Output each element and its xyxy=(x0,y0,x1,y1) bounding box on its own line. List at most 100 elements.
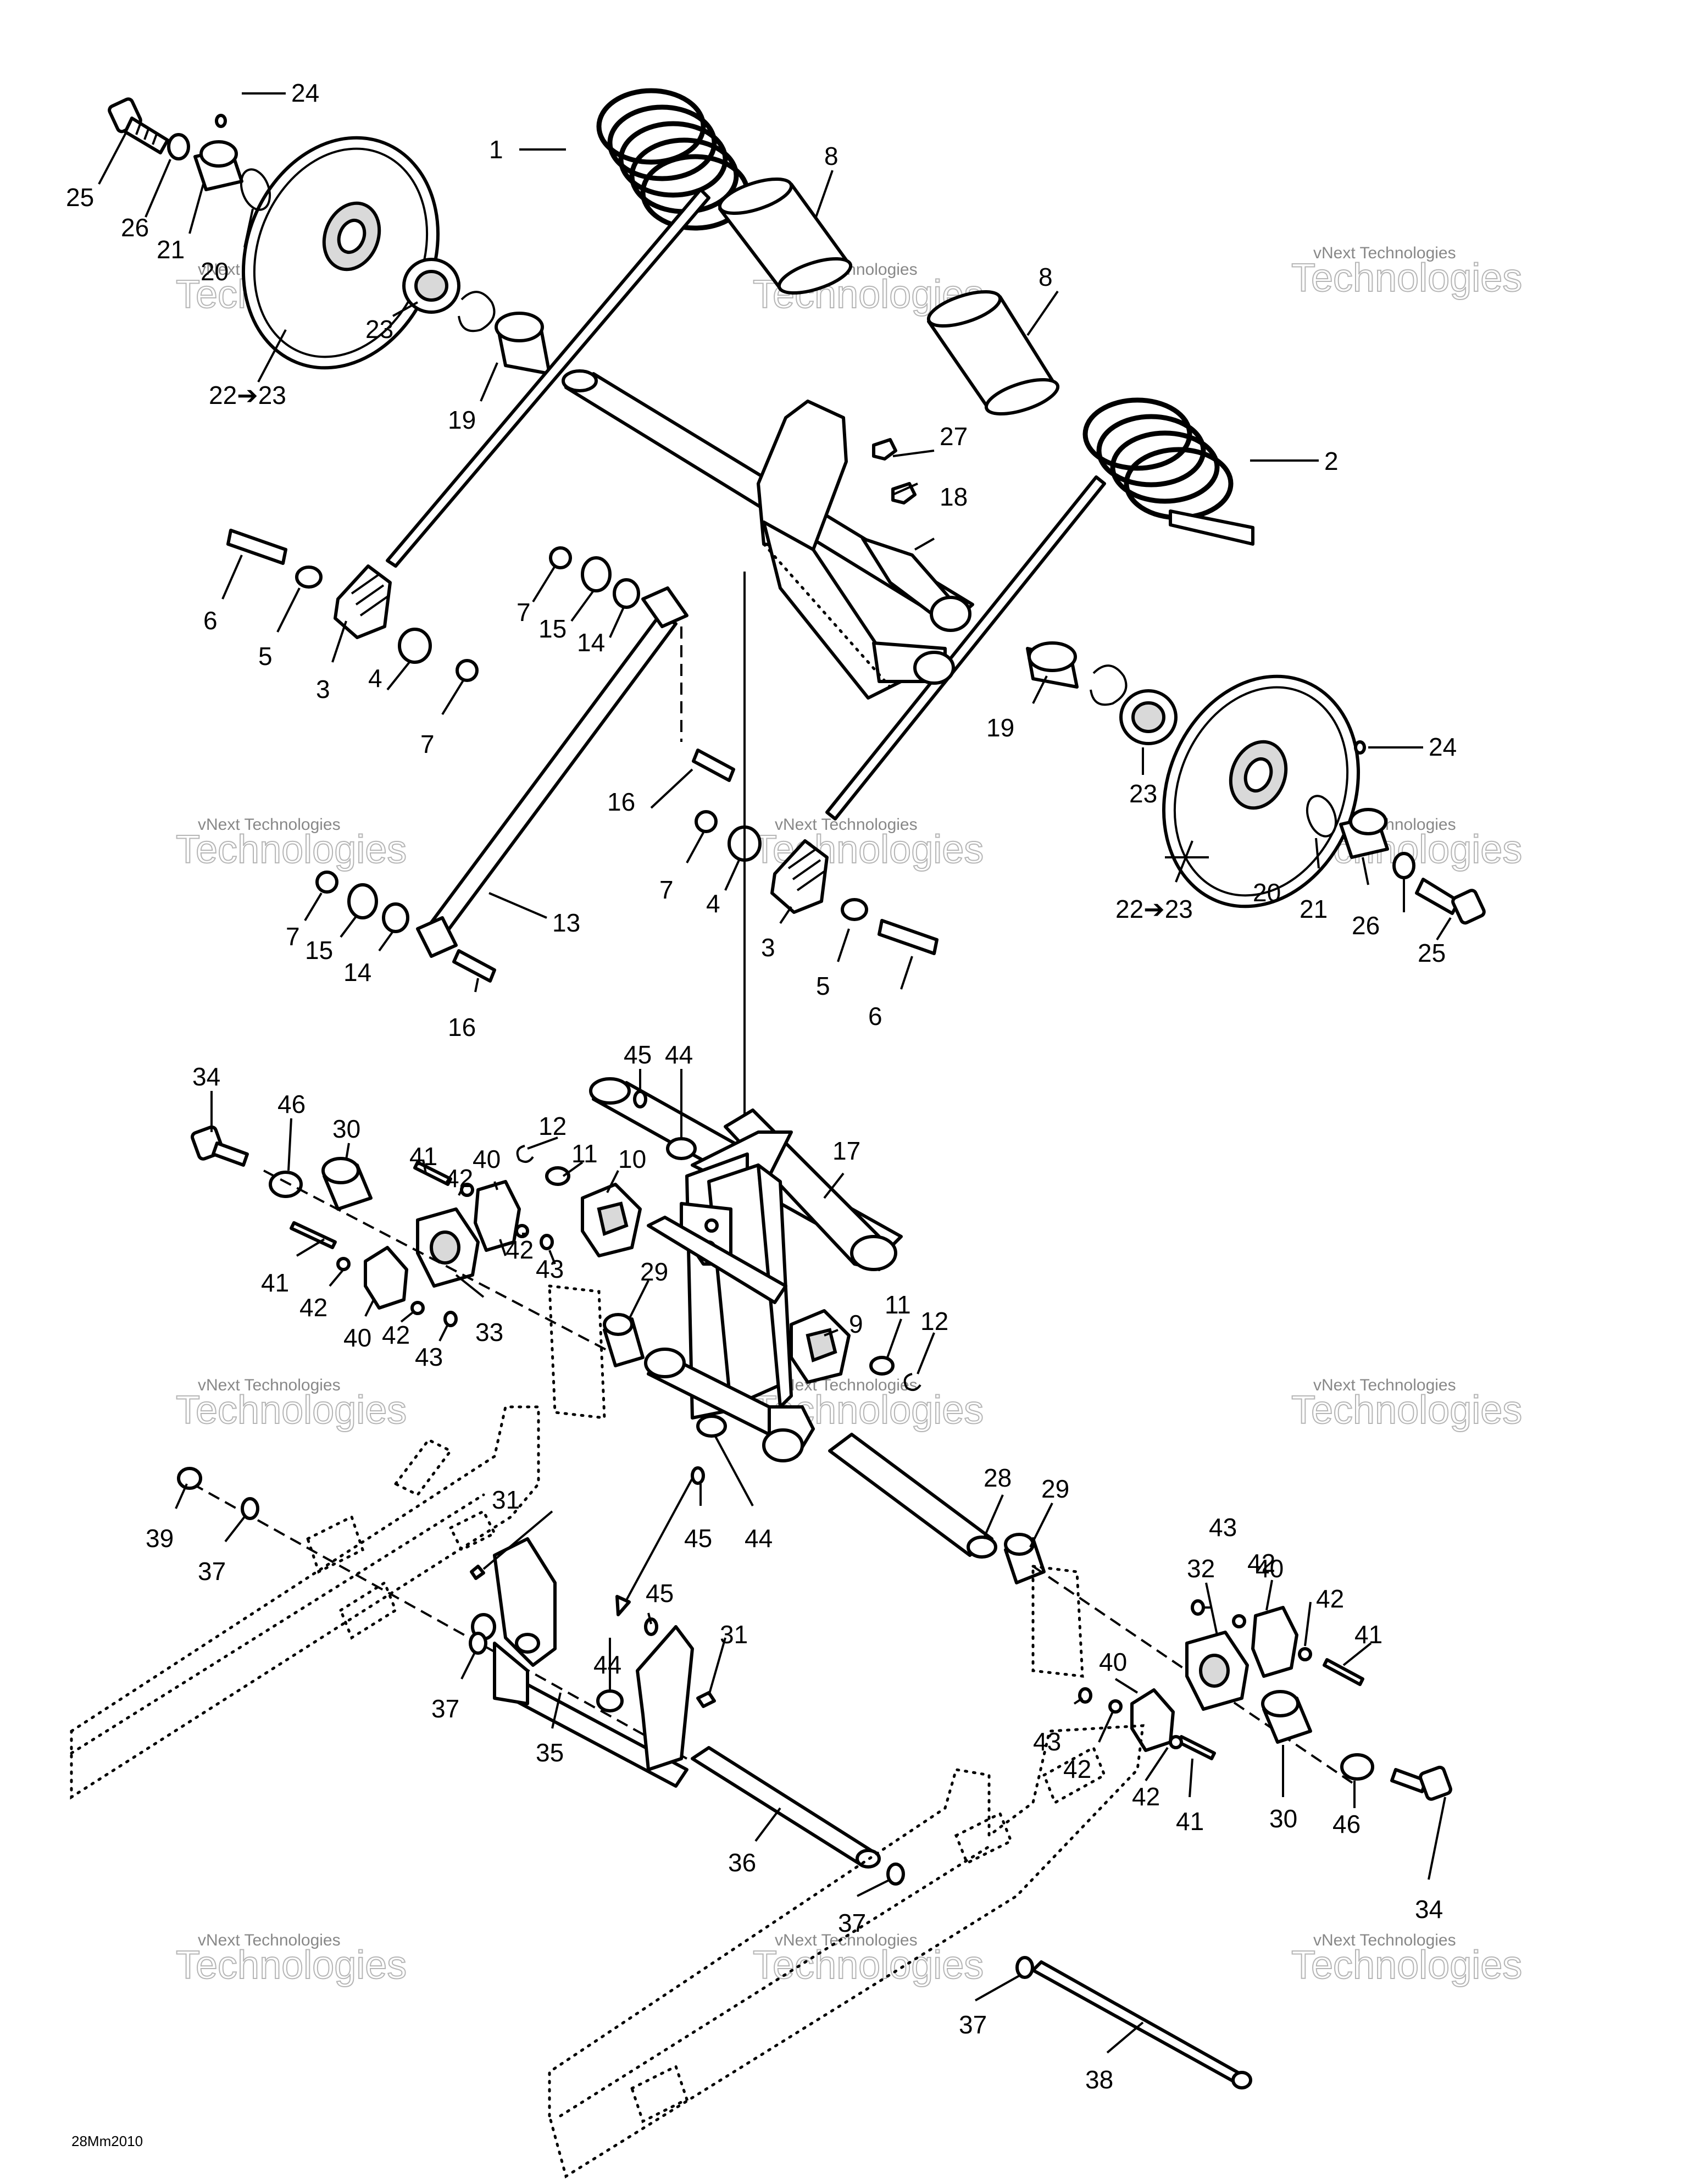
bracket-40-upper-right xyxy=(1251,1606,1298,1678)
callout-43: 43 xyxy=(1209,1513,1237,1542)
callout-19: 19 xyxy=(448,406,476,434)
callout-22-23: 22➔23 xyxy=(209,381,286,409)
pivot-block-3-right xyxy=(695,810,939,955)
callout-43: 43 xyxy=(536,1255,564,1283)
callout-26: 26 xyxy=(1352,911,1380,940)
pivot-bracket-10 xyxy=(516,1145,642,1257)
callout-7: 7 xyxy=(420,730,435,758)
washer-44-mid xyxy=(696,1415,727,1438)
fitting-45-upper xyxy=(633,1090,647,1108)
callout-41: 41 xyxy=(409,1142,437,1171)
washer-42 xyxy=(1108,1699,1123,1714)
slide-rail-left xyxy=(70,1405,540,1800)
washer-44-upper xyxy=(666,1137,697,1160)
callout-3: 3 xyxy=(316,675,330,703)
callout-15: 15 xyxy=(305,936,333,964)
rubber-block-33 xyxy=(416,1207,480,1288)
fitting-45-lower xyxy=(644,1617,658,1636)
bushing-30-right xyxy=(1261,1690,1312,1744)
callout-34: 34 xyxy=(192,1062,220,1091)
cross-bar-35 xyxy=(471,1537,694,1788)
washer-37-mid xyxy=(469,1632,487,1655)
callout-32: 32 xyxy=(1187,1554,1215,1583)
callout-43: 43 xyxy=(1033,1727,1061,1756)
callout-8: 8 xyxy=(1039,263,1053,291)
washer-42 xyxy=(336,1257,351,1271)
rod-38 xyxy=(1031,1960,1252,2089)
frame-plate-left xyxy=(548,1284,606,1420)
callout-45: 45 xyxy=(646,1579,674,1607)
washer-46-left xyxy=(269,1171,303,1198)
callout-41: 41 xyxy=(1176,1807,1204,1836)
callout-16: 16 xyxy=(607,788,635,816)
sleeve-8-lower xyxy=(926,290,1060,416)
callout-42: 42 xyxy=(299,1293,327,1322)
screw-41-right-lower xyxy=(1177,1735,1216,1760)
bracket-40-upper-left xyxy=(474,1180,521,1252)
bushing-19-right xyxy=(1026,641,1079,689)
callout-6: 6 xyxy=(868,1002,882,1030)
callout-21: 21 xyxy=(157,235,185,264)
callout-41: 41 xyxy=(261,1268,289,1297)
callout-20: 20 xyxy=(201,257,229,286)
callout-labels: 1 2 3 3 4 4 5 5 6 6 7 7 7 7 8 8 9 10 11 … xyxy=(66,79,1457,2094)
bushing-29-left xyxy=(603,1313,645,1367)
nut-39 xyxy=(177,1467,202,1490)
callout-42: 42 xyxy=(1247,1549,1275,1577)
callout-26: 26 xyxy=(121,213,149,242)
callout-3: 3 xyxy=(761,933,775,962)
nut-43 xyxy=(540,1234,554,1250)
washer-37-right xyxy=(886,1863,905,1886)
diagram-code: 28Mm2010 xyxy=(71,2133,143,2149)
bracket-40-lower-right xyxy=(1130,1688,1175,1752)
washer-26-left xyxy=(167,133,190,160)
rubber-block-32 xyxy=(1185,1631,1249,1711)
callout-11: 11 xyxy=(571,1139,598,1168)
spacer-21-left xyxy=(193,140,243,191)
callout-44: 44 xyxy=(593,1650,621,1679)
callout-20: 20 xyxy=(1253,878,1281,907)
callout-39: 39 xyxy=(146,1524,174,1553)
svg-text:Technologies: Technologies xyxy=(176,1388,407,1432)
pin-31-right xyxy=(696,1691,716,1708)
ring-20-left xyxy=(240,168,271,211)
callout-34: 34 xyxy=(1415,1895,1443,1924)
watermark: vNext Technologies Technologies xyxy=(1291,1376,1523,1433)
callout-36: 36 xyxy=(728,1848,756,1877)
nut-43 xyxy=(443,1311,458,1327)
bushing-30-left xyxy=(321,1157,373,1211)
centerline-lower xyxy=(192,1483,687,1760)
circlip-right xyxy=(1090,664,1128,706)
callout-42: 42 xyxy=(445,1164,473,1193)
ring-20-right xyxy=(1306,795,1337,838)
callout-7: 7 xyxy=(517,598,531,627)
callout-19: 19 xyxy=(986,713,1014,742)
callout-38: 38 xyxy=(1085,2065,1113,2094)
svg-text:vNext Technologies: vNext Technologies xyxy=(198,1376,341,1394)
leader-lines xyxy=(98,92,1452,2054)
sleeve-8-upper xyxy=(718,177,853,295)
bushing-29-right xyxy=(1004,1533,1046,1584)
callout-25: 25 xyxy=(66,183,94,212)
callout-12: 12 xyxy=(538,1112,567,1140)
callout-30: 30 xyxy=(332,1115,360,1143)
svg-text:vNext Technologies: vNext Technologies xyxy=(775,1931,918,1949)
callout-40: 40 xyxy=(343,1323,371,1352)
fitting-24-right xyxy=(1354,740,1366,755)
callout-45: 45 xyxy=(684,1524,712,1553)
watermark: vNext Technologies Technologies xyxy=(1291,1931,1523,1988)
callout-37: 37 xyxy=(959,2010,987,2039)
washer-42 xyxy=(1169,1735,1183,1749)
svg-text:Technologies: Technologies xyxy=(176,1943,407,1987)
nut-43 xyxy=(1191,1599,1205,1616)
callout-30: 30 xyxy=(1269,1804,1297,1833)
callout-46: 46 xyxy=(277,1090,306,1118)
bushing-19-left xyxy=(495,312,551,375)
callout-35: 35 xyxy=(536,1738,564,1767)
pivot-bracket-9 xyxy=(790,1309,921,1391)
callout-42: 42 xyxy=(506,1235,534,1264)
bolt-25-left xyxy=(108,97,169,154)
svg-text:Technologies: Technologies xyxy=(1291,1388,1522,1432)
front-arm-18 xyxy=(562,369,974,700)
